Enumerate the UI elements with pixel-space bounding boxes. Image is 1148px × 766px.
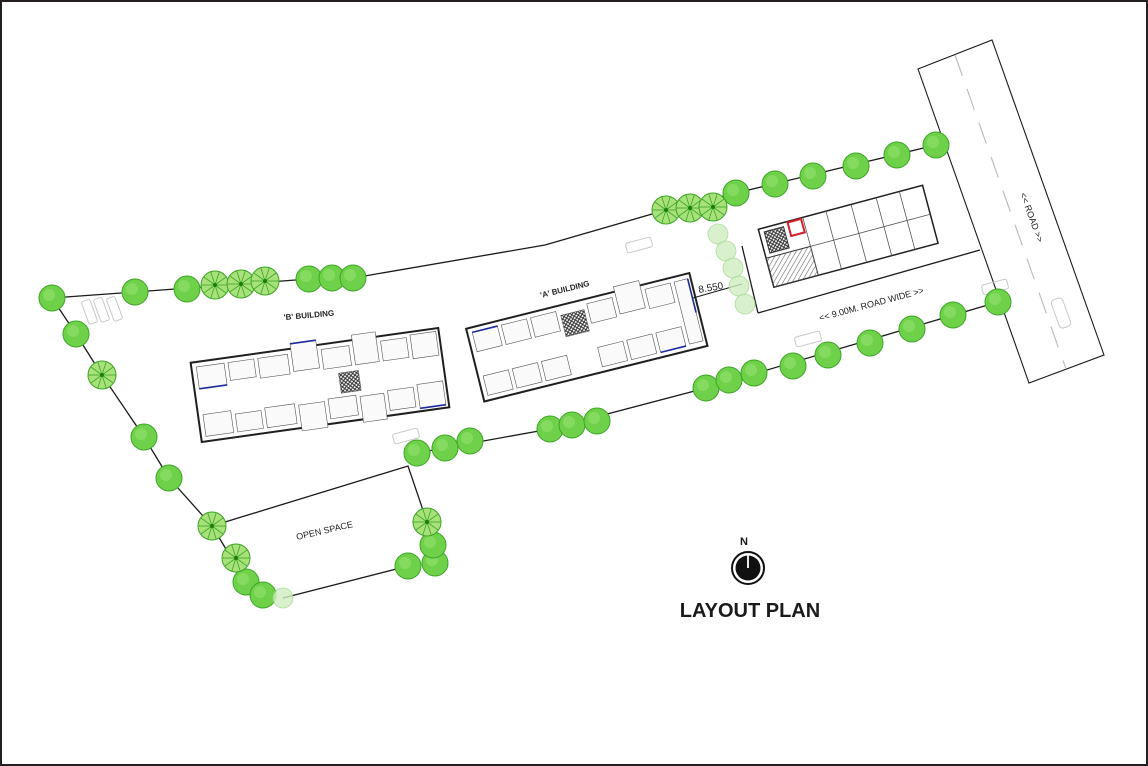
shrub-icon: [707, 223, 729, 245]
dimension-value: 8.550: [698, 281, 725, 296]
north-arrow: N: [731, 536, 765, 585]
trees: [38, 131, 1012, 609]
tree-icon: [883, 141, 911, 169]
tree-icon: [295, 265, 323, 293]
building-a-label: 'A' BUILDING: [539, 279, 590, 300]
tree-icon: [456, 427, 484, 455]
tree-icon: [722, 179, 750, 207]
palm-tree-icon: [412, 507, 442, 537]
shrub-icon: [722, 257, 744, 279]
building-b: [189, 326, 451, 444]
tree-icon: [856, 329, 884, 357]
shrub-icon: [734, 293, 756, 315]
tree-icon: [173, 275, 201, 303]
tree-icon: [761, 170, 789, 198]
tree-icon: [799, 162, 827, 190]
tree-icon: [842, 152, 870, 180]
highlighted-unit: [786, 217, 806, 238]
road-label: << ROAD >>: [1018, 191, 1045, 243]
tree-icon: [431, 434, 459, 462]
car-icon: [1050, 297, 1072, 329]
palm-tree-icon: [197, 511, 227, 541]
building-b-label: 'B' BUILDING: [283, 309, 334, 322]
tree-icon: [38, 284, 66, 312]
tree-icon: [62, 320, 90, 348]
tree-icon: [121, 278, 149, 306]
shrub-icon: [728, 275, 750, 297]
tree-icon: [898, 315, 926, 343]
tree-icon: [394, 552, 422, 580]
tree-icon: [922, 131, 950, 159]
palm-tree-icon: [87, 360, 117, 390]
north-label: N: [740, 536, 748, 548]
palm-tree-icon: [698, 192, 728, 222]
tree-icon: [583, 407, 611, 435]
tree-icon: [339, 264, 367, 292]
palm-tree-icon: [221, 543, 251, 573]
tree-icon: [715, 366, 743, 394]
tree-icon: [536, 415, 564, 443]
tree-icon: [558, 411, 586, 439]
main-road: << ROAD >>: [917, 39, 1105, 384]
palm-tree-icon: [250, 266, 280, 296]
shops-block: [757, 184, 939, 289]
tree-icon: [939, 301, 967, 329]
palm-tree-icon: [200, 270, 230, 300]
tree-icon: [403, 439, 431, 467]
open-space-label: OPEN SPACE: [295, 519, 354, 542]
tree-icon: [740, 359, 768, 387]
tree-icon: [984, 288, 1012, 316]
tree-icon: [692, 374, 720, 402]
tree-icon: [419, 531, 447, 559]
tree-icon: [779, 352, 807, 380]
palm-tree-icon: [226, 269, 256, 299]
tree-icon: [249, 581, 277, 609]
shrub-icon: [272, 587, 294, 609]
page-title: LAYOUT PLAN: [680, 600, 820, 622]
palm-tree-icon: [675, 193, 705, 223]
tree-icon: [318, 264, 346, 292]
palm-tree-icon: [651, 195, 681, 225]
tree-icon: [155, 464, 183, 492]
building-a: [464, 271, 709, 403]
tree-icon: [130, 423, 158, 451]
tree-icon: [814, 341, 842, 369]
